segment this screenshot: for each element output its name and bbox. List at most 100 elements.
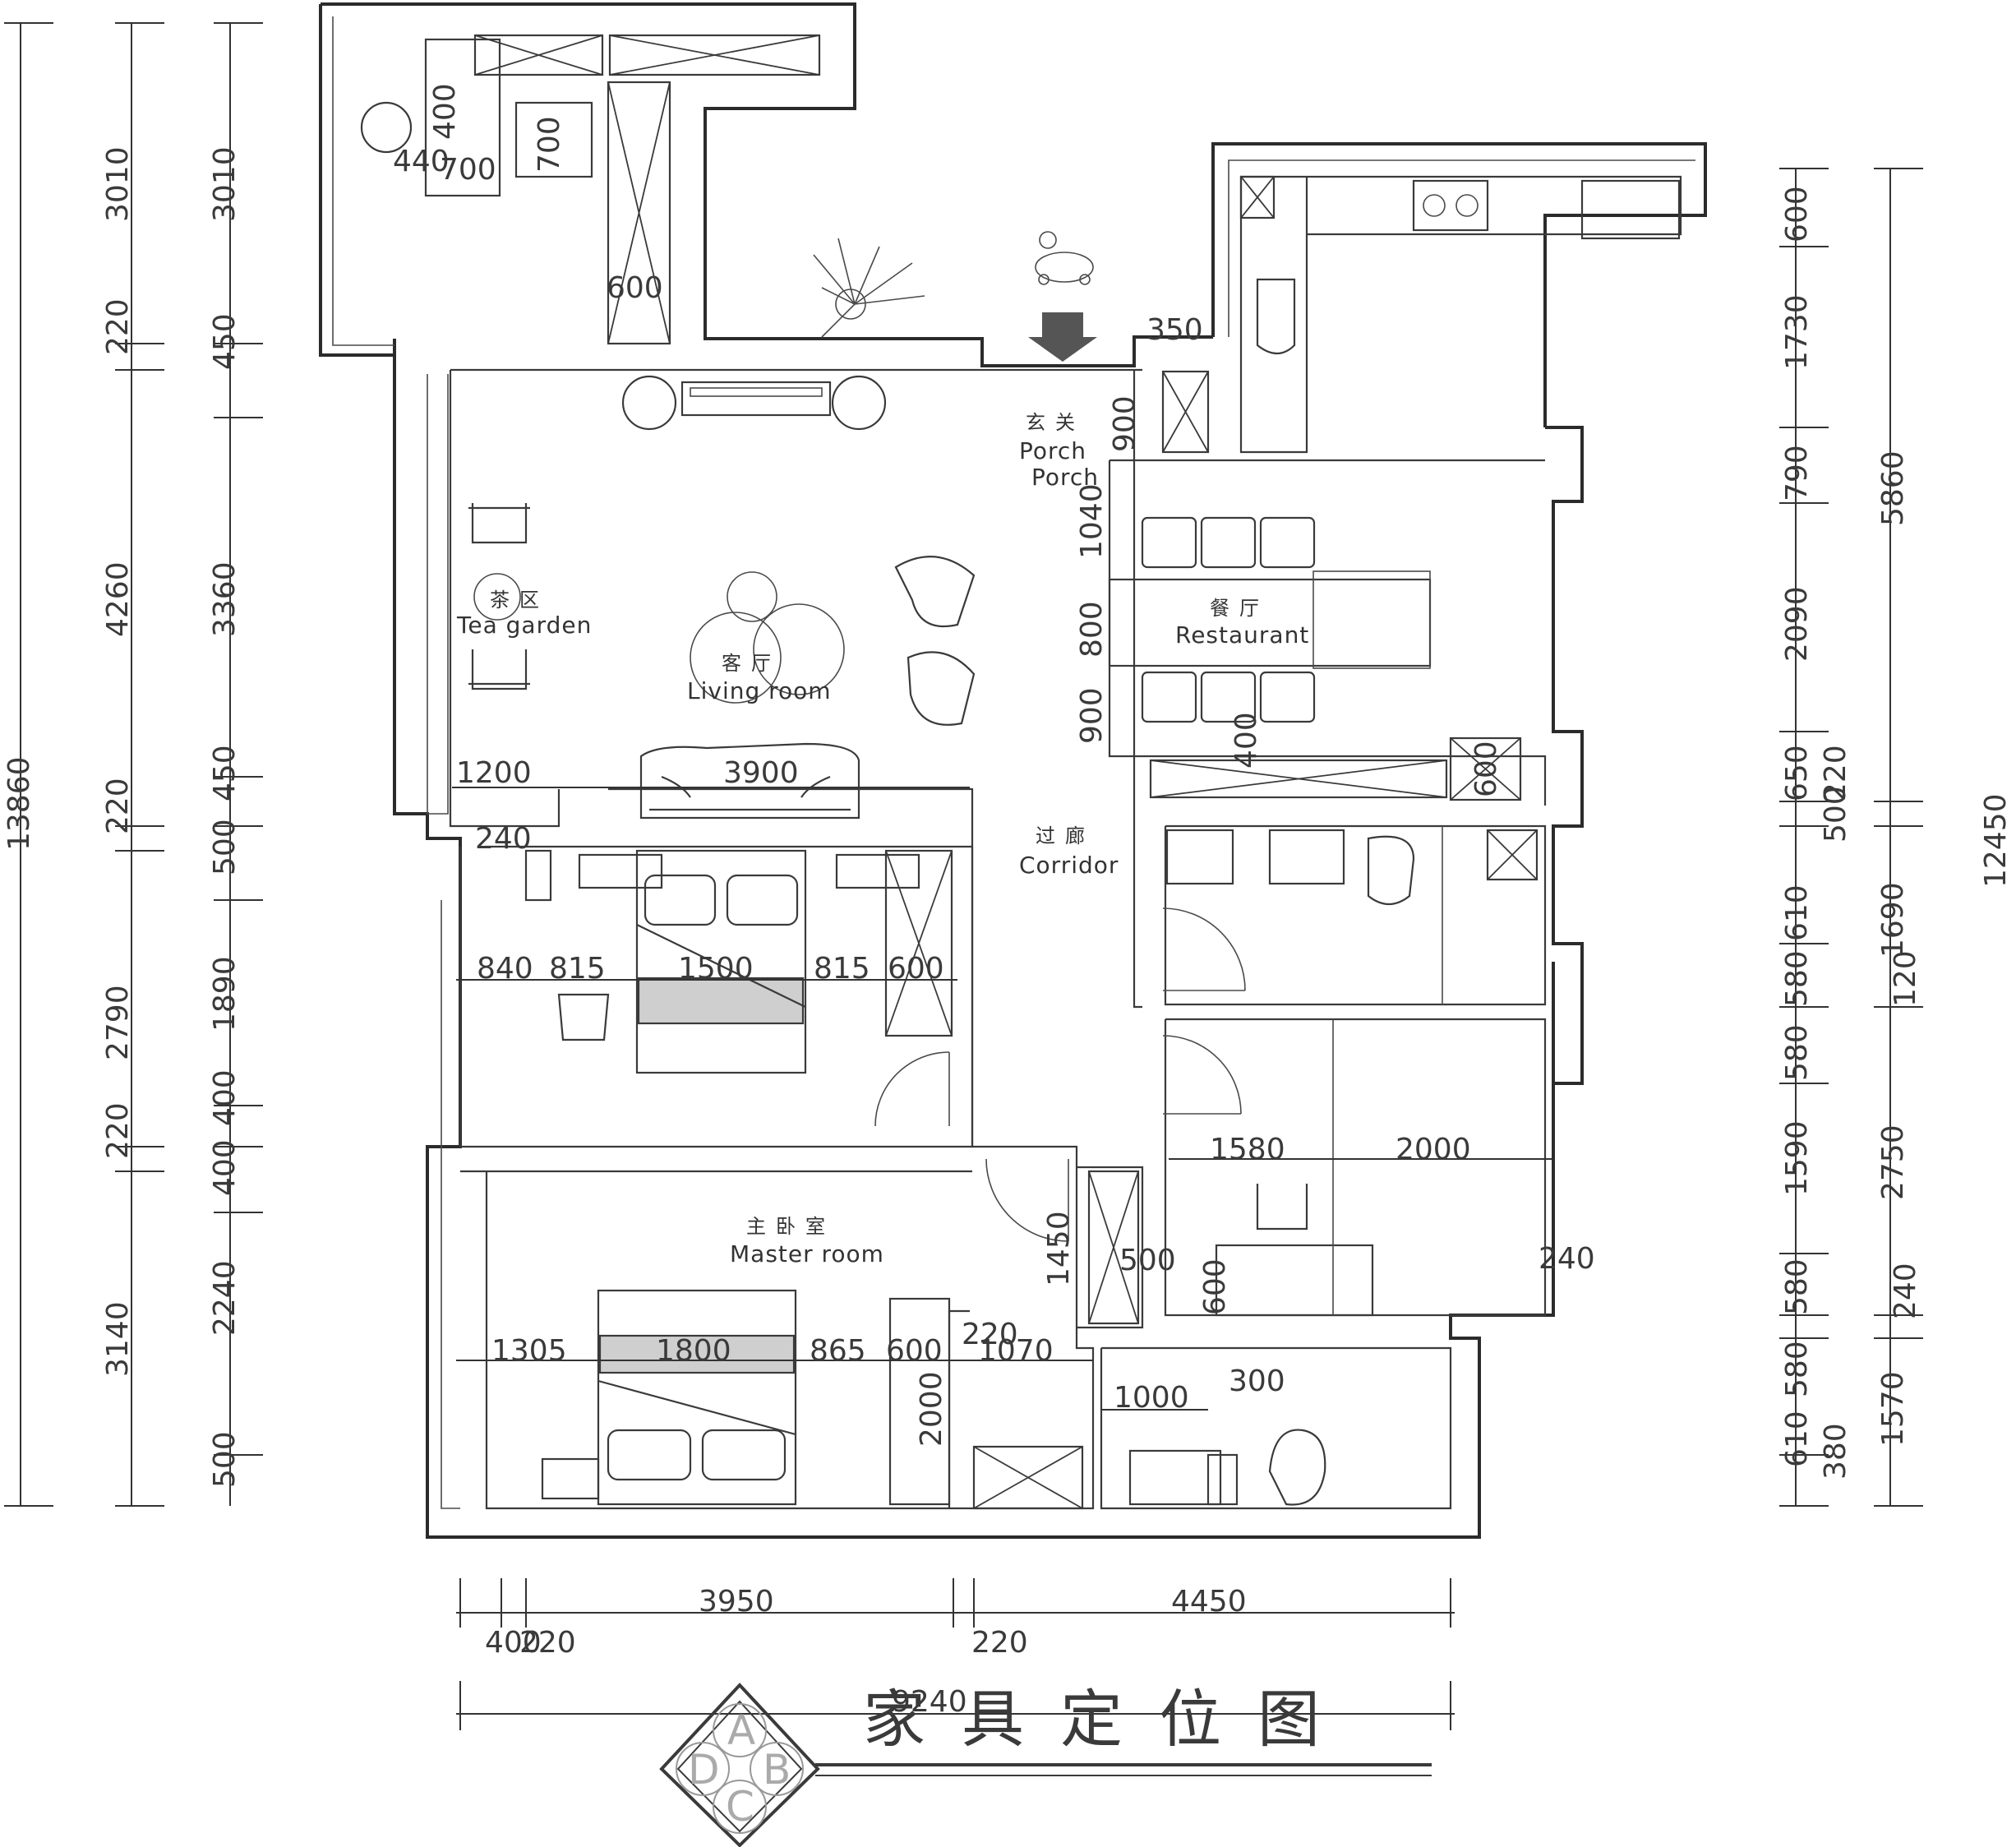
tea-chair-icon: [468, 503, 530, 690]
dim-interior: 1800: [656, 1334, 731, 1368]
dim-right-inner: 610: [1780, 1411, 1814, 1467]
master-room-label-en: Master room: [730, 1240, 884, 1268]
dim-interior: 300: [1229, 1364, 1285, 1398]
dim-interior: 1070: [978, 1334, 1054, 1368]
dim-interior: 1200: [456, 756, 532, 790]
dim-interior: 1040: [1075, 483, 1109, 559]
desk-chair-icon: [557, 993, 610, 1041]
dim-left-inner: 1890: [208, 956, 242, 1032]
study-chair-icon: [1256, 1184, 1308, 1231]
furniture: [360, 34, 1682, 1510]
dim-left-inner: 400: [208, 1069, 242, 1126]
dim-total-height: 13860: [2, 756, 36, 851]
dim-right-outer: 5860: [1876, 450, 1910, 526]
tea-table-icon: [473, 573, 521, 621]
wardrobe-icon: [884, 849, 953, 1037]
dim-right-inner: 1730: [1780, 294, 1814, 370]
left-dimensions: 13860 3010 220 4260 220 2790 220 3140 30…: [2, 22, 263, 1507]
dim-interior: 800: [1075, 601, 1109, 658]
dim-right-inner: 580: [1780, 1024, 1814, 1081]
bedroom-door-swing: [874, 1051, 950, 1127]
dim-right-inner: 600: [1780, 186, 1814, 242]
dim-left-inner: 3360: [208, 561, 242, 637]
walls: [319, 2, 1707, 1539]
dim-right-inner: 240: [1889, 1263, 1922, 1319]
corridor-label-cn: 过廊: [1036, 824, 1095, 847]
dim-interior: 815: [814, 952, 870, 986]
dim-interior: 240: [475, 822, 532, 856]
dim-left-outer: 3010: [101, 146, 135, 222]
porch-label-cn: 玄关: [1026, 411, 1085, 434]
dim-interior: 2000: [915, 1371, 948, 1447]
dim-right-inner: 580: [1780, 1341, 1814, 1397]
dim-bottom: 4450: [1171, 1585, 1247, 1618]
bath-door-swing: [1162, 907, 1246, 991]
dim-interior: 220: [962, 1318, 1018, 1351]
dim-left-inner: 450: [208, 313, 242, 370]
dim-left-inner: 500: [208, 819, 242, 875]
coffee-table-icon: [753, 603, 845, 695]
dining-chairs-icon: [1141, 516, 1316, 723]
right-dimensions: 600 1730 790 2090 650 500 610 580 580 15…: [1779, 168, 2013, 1507]
dim-interior: 600: [1198, 1258, 1232, 1315]
dim-interior: 840: [477, 952, 533, 986]
dim-left-outer: 220: [101, 1102, 135, 1159]
dim-interior: 600: [1469, 741, 1503, 797]
living-room-label-cn: 客厅: [722, 652, 781, 675]
stove-icon: [1412, 179, 1489, 232]
doors: [874, 312, 1246, 1242]
dim-left-inner: 400: [208, 1139, 242, 1196]
dim-right-inner: 790: [1780, 445, 1814, 501]
dim-interior: 240: [1539, 1242, 1595, 1276]
wardrobe-icon: [888, 1297, 951, 1506]
dim-interior: 1000: [1114, 1381, 1189, 1415]
dim-interior: 350: [1146, 313, 1203, 347]
potted-plant-icon: [621, 375, 677, 431]
dim-interior: 700: [440, 153, 496, 187]
basin-icon: [1268, 829, 1345, 885]
dim-interior: 600: [886, 1334, 943, 1368]
dim-bottom: 400: [485, 1626, 542, 1660]
living-room-label-en: Living room: [687, 677, 832, 704]
toilet-icon: [1268, 1429, 1326, 1506]
dim-bottom-total: 9240: [892, 1685, 967, 1719]
nightstand-icon: [835, 853, 920, 889]
washer-icon: [1165, 829, 1234, 885]
dim-right-inner: 580: [1780, 1258, 1814, 1315]
dim-right-inner: 500: [1819, 786, 1852, 843]
dim-right-inner: 580: [1780, 950, 1814, 1007]
dim-interior: 440: [393, 145, 450, 178]
double-bed-icon: [635, 849, 807, 1074]
potted-plant-icon: [831, 375, 887, 431]
dim-bottom: 220: [519, 1626, 576, 1660]
sofa-icon: [639, 742, 860, 820]
master-door-swing: [985, 1158, 1069, 1242]
master-room-label-cn: 主卧室: [746, 1215, 835, 1238]
dim-right-outer: 1570: [1876, 1371, 1910, 1447]
restaurant-label-cn: 餐厅: [1210, 597, 1269, 620]
nightstand-icon: [578, 853, 663, 889]
dim-left-outer: 220: [101, 298, 135, 355]
dim-interior: 1580: [1210, 1133, 1285, 1166]
study-desk-icon: [1215, 1244, 1374, 1317]
dim-interior: 3900: [723, 756, 799, 790]
tea-garden-label-cn: 茶区: [490, 589, 549, 612]
bottom-dimensions: 400 220 3950 220 4450 9240: [456, 1578, 1455, 1730]
dim-left-inner: 2240: [208, 1260, 242, 1336]
dim-bottom: 220: [971, 1626, 1028, 1660]
coffee-table-icon: [690, 612, 782, 704]
dim-interior: 900: [1108, 395, 1142, 452]
dim-left-inner: 450: [208, 745, 242, 801]
porch-label-en-2: Porch: [1031, 464, 1099, 491]
badge-letter: A: [727, 1706, 755, 1754]
plant-icon: [813, 238, 925, 338]
dim-interior: 900: [1075, 687, 1109, 744]
dim-bottom: 3950: [699, 1585, 774, 1618]
dim-right-outer: 2750: [1876, 1124, 1910, 1200]
compass-badge: A B C D: [659, 1683, 820, 1847]
badge-letter: B: [763, 1746, 791, 1794]
interior-dimensions: 440 700 400 700 600 350 900 1040 800 900…: [393, 83, 1595, 1447]
armchair-icon: [894, 556, 976, 726]
fridge-sink-icon: [1256, 278, 1296, 355]
